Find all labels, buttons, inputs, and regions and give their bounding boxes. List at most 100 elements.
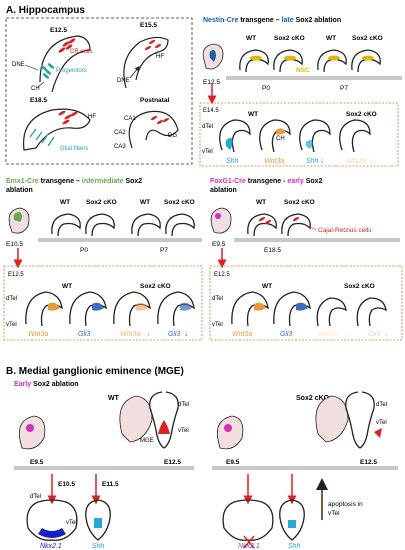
genotype-label: WT xyxy=(326,35,336,42)
progenitors-label: Progenitors xyxy=(56,68,87,74)
section-b-title: B. Medial ganglionic eminence (MGE) xyxy=(6,366,184,377)
progenitor-cells xyxy=(40,63,55,79)
stage-label: E9.5 xyxy=(30,459,44,466)
dtel-label: dTel xyxy=(6,296,17,302)
stage-label: P7 xyxy=(340,85,348,92)
panel-title-line2: ablation xyxy=(6,187,33,194)
vtel-label: vTel xyxy=(6,322,17,328)
stage-label: E12.5 xyxy=(203,79,220,86)
cr-cells xyxy=(144,39,162,51)
hf-label: HF xyxy=(88,114,96,120)
stage-label: E18.5 xyxy=(264,247,281,254)
vtel-label: vTel xyxy=(212,322,223,328)
shh-domain xyxy=(225,138,233,150)
telencephalon-section xyxy=(25,291,195,327)
down-arrow: ↓ xyxy=(344,329,348,338)
stage-label: E12.5 xyxy=(214,272,230,278)
neuroepithelium-outline xyxy=(123,36,169,89)
wnt3a-label: Wnt3a xyxy=(120,331,140,338)
dne-label: DNE xyxy=(12,62,25,68)
cr-cells xyxy=(58,38,76,53)
timeline-bar xyxy=(226,76,402,80)
stage-label: P0 xyxy=(80,247,88,254)
stage-label: E9.5 xyxy=(212,241,226,248)
neuroepithelium-outline xyxy=(22,108,91,151)
genotype-label: Sox2 cKO xyxy=(140,283,171,290)
genotype-label: Sox2 cKO xyxy=(352,35,383,42)
wnt3a-label: Wnt3a xyxy=(264,158,284,165)
ca1-label: CA1 xyxy=(124,116,136,122)
telencephalon-section xyxy=(222,499,274,541)
emx1-cre-panel: Emx1-Cre transgene – intermediate Sox2 a… xyxy=(3,178,203,341)
wnt3a-domain xyxy=(48,302,60,311)
gli3-domain xyxy=(180,302,192,311)
gli3-label: Gli3 xyxy=(168,331,181,338)
dtel-label: dTel xyxy=(178,402,189,408)
genotype-label: WT xyxy=(256,199,266,206)
genotype-label: Sox2 cKO xyxy=(86,199,117,206)
stage-label: P7 xyxy=(160,247,168,254)
telencephalon-section xyxy=(149,391,179,449)
wnt3a-domain xyxy=(136,302,148,311)
dne-label: DNE xyxy=(117,78,130,84)
shh-domain xyxy=(288,520,296,528)
down-arrow: ↓ xyxy=(184,329,188,338)
genotype-label: Sox2 cKO xyxy=(274,35,305,42)
telencephalon-section xyxy=(279,499,305,541)
telencephalon-section xyxy=(26,499,78,541)
genotype-label: Sox2 cKO xyxy=(164,199,195,206)
stage-label: E12.5 xyxy=(360,459,377,466)
glial-fibers xyxy=(29,128,55,147)
down-arrow: ↓ xyxy=(146,329,150,338)
ch-label: CH xyxy=(276,136,285,142)
genotype-label: Sox2 cKO xyxy=(284,199,315,206)
shh-label: Shh xyxy=(288,543,301,550)
shh-domain xyxy=(94,518,102,528)
gli3-domain xyxy=(92,302,104,311)
inset-box xyxy=(209,265,403,341)
timeline-bar xyxy=(14,466,194,470)
hippocampus-outline xyxy=(128,110,179,149)
timeline-bar xyxy=(234,238,400,242)
mge-wt-panel: WT dTel vTel MGE E9.5 E12.5 E10.5 E11.5 … xyxy=(14,391,194,550)
vtel-label: vTel xyxy=(376,420,387,426)
stage-label: E15.5 xyxy=(140,22,157,29)
glial-fibers-label: Glial fibers xyxy=(60,146,88,152)
genotype-label: Sox2 cKO xyxy=(344,283,375,290)
nkx21-label: Nkx2.1 xyxy=(40,543,62,550)
cajal-retzius-label: Cajal-Retzius cells xyxy=(318,227,372,234)
foxg1-cre-panel: FoxG1-Cre transgene - early Sox2 ablatio… xyxy=(209,178,403,341)
ca3-label: CA3 xyxy=(114,144,126,150)
vtel-label: vTel xyxy=(202,149,213,155)
timeline-bar xyxy=(212,466,398,470)
stage-label: E10.5 xyxy=(58,481,75,488)
nsc-label: NSC xyxy=(296,67,310,74)
ca2-label: CA2 xyxy=(114,130,126,136)
genotype-label: WT xyxy=(246,35,256,42)
gli3-label: Gli3 xyxy=(78,331,91,338)
timeline-bar xyxy=(38,238,202,242)
inset-box xyxy=(199,102,399,167)
down-arrow: ↓ xyxy=(370,156,374,165)
gli3-label: Gli3 xyxy=(280,331,293,338)
hippocampus-development-panel: E12.5 CR cells Progenitors DNE CH E15.5 … xyxy=(5,17,193,165)
genotype-label: WT xyxy=(108,395,120,402)
stage-label: P0 xyxy=(262,85,270,92)
ch-label: CH xyxy=(31,86,40,92)
embryo-icon xyxy=(315,395,349,443)
nestin-cre-panel: Nestin-Cre transgene – late Sox2 ablatio… xyxy=(199,17,402,167)
mge-label: MGE xyxy=(140,438,154,444)
genotype-label: Sox2 cKO xyxy=(296,395,330,402)
dtel-label: dTel xyxy=(30,494,41,500)
panel-title-line2: ablation xyxy=(210,187,237,194)
vtel-label: vTel xyxy=(178,428,189,434)
telencephalon-section xyxy=(231,291,387,327)
down-arrow: ↓ xyxy=(320,156,324,165)
genotype-label: WT xyxy=(62,283,72,290)
cr-cells xyxy=(150,115,170,125)
stage-label: E14.5 xyxy=(203,108,219,114)
panel-title: FoxG1-Cre transgene - early Sox2 xyxy=(210,178,323,185)
neuroepithelium-outline xyxy=(39,35,91,93)
wnt3a-label: Wnt3a xyxy=(346,158,366,165)
